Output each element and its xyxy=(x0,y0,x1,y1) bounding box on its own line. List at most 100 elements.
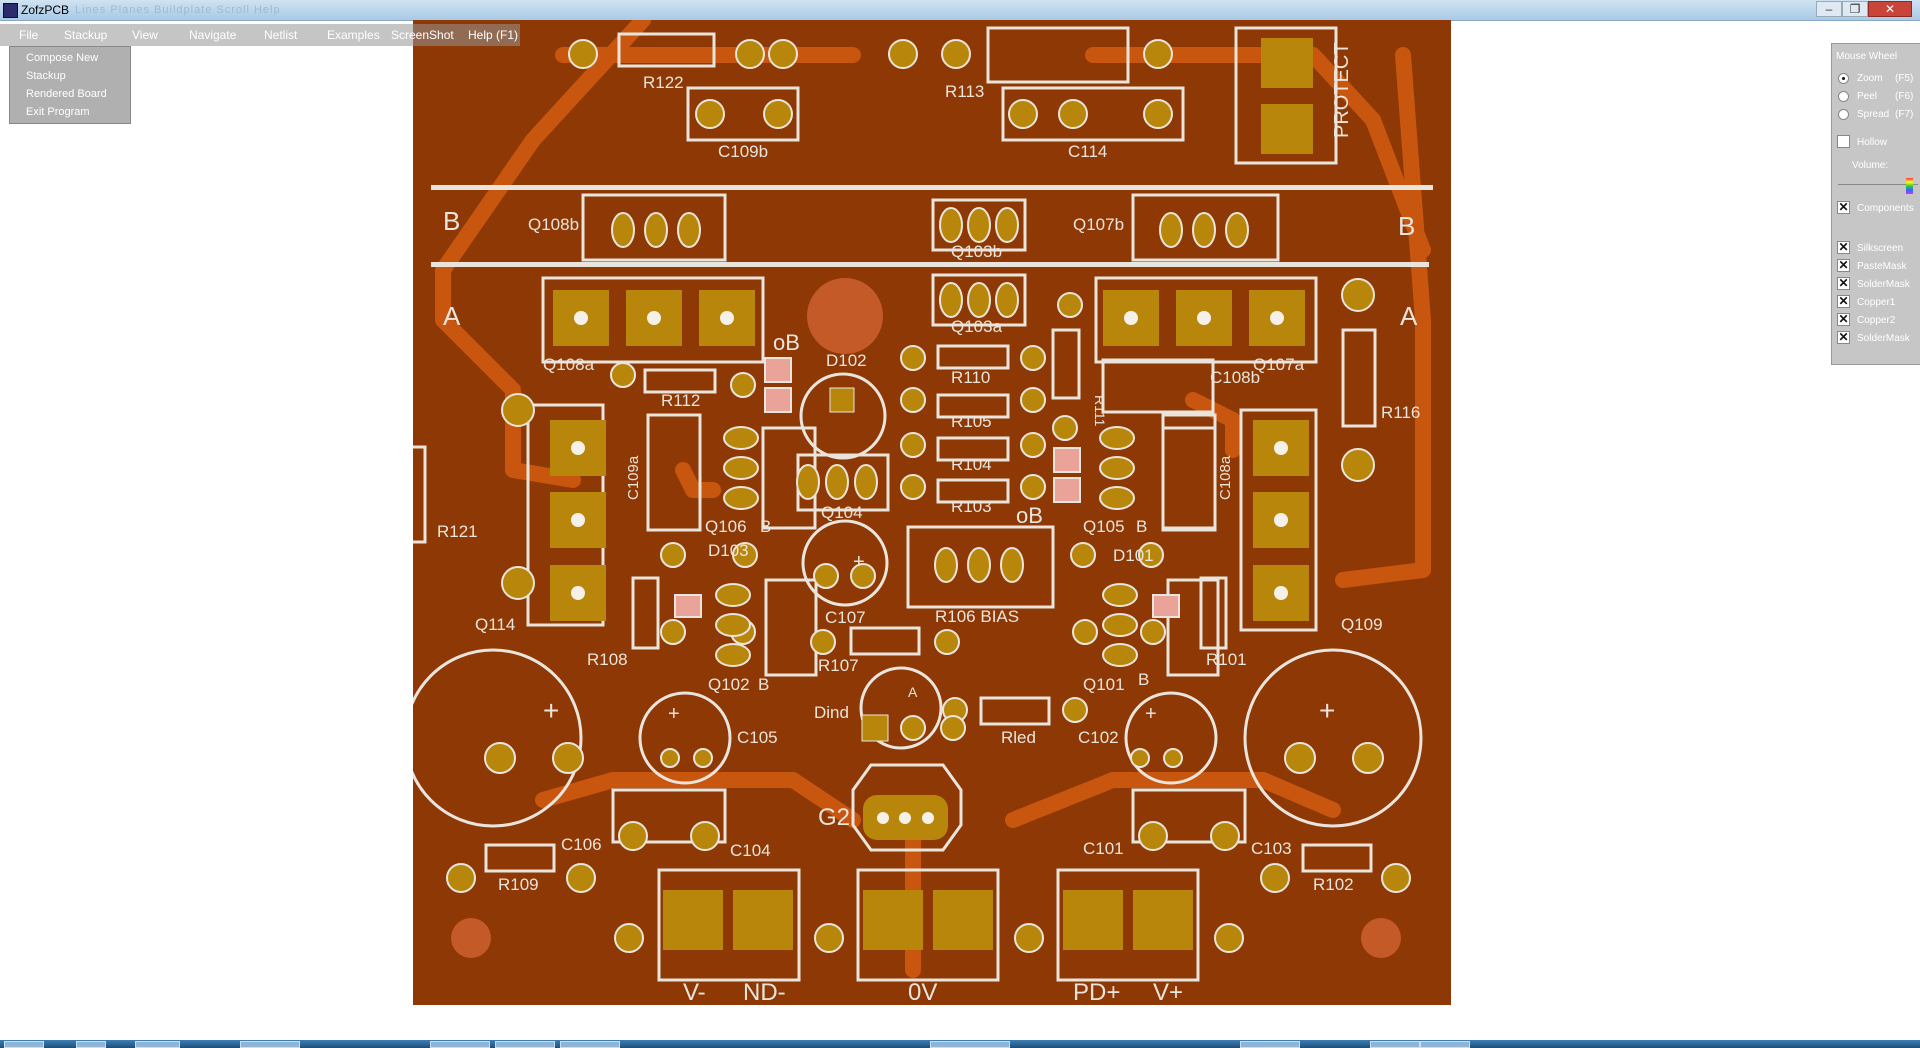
layer-pastemask-checkbox[interactable]: ✕ xyxy=(1837,258,1850,272)
radio-zoom[interactable] xyxy=(1838,73,1849,84)
maximize-button[interactable]: ❐ xyxy=(1842,1,1868,17)
taskbar-app[interactable] xyxy=(430,1041,490,1048)
label-q109: Q109 xyxy=(1341,615,1383,634)
radio-peel[interactable] xyxy=(1838,91,1849,102)
label-c108a: C108a xyxy=(1217,455,1234,500)
small-square-pads xyxy=(829,387,889,742)
menu-stackup[interactable]: Stackup xyxy=(64,28,108,42)
menu-compose-new[interactable]: Compose New xyxy=(26,52,99,64)
mouse-wheel-panel: Mouse Wheel Zoom (F5) Peel (F6) Spread (… xyxy=(1831,43,1920,365)
label-b-left: B xyxy=(443,206,460,236)
label-plus-c105: + xyxy=(668,703,680,725)
label-q105-b: B xyxy=(1136,517,1147,536)
smd-pads xyxy=(674,357,1180,618)
menu-rendered-board[interactable]: Rendered Board xyxy=(26,88,107,100)
label-r105: R105 xyxy=(951,412,992,431)
label-protect: PROTECT xyxy=(1331,42,1353,138)
layer-soldermask2-checkbox[interactable]: ✕ xyxy=(1837,330,1850,344)
label-plus-c107: + xyxy=(853,551,865,573)
layer-soldermask-checkbox[interactable]: ✕ xyxy=(1837,276,1850,290)
label-d102: D102 xyxy=(826,351,867,370)
label-q108a: Q108a xyxy=(543,355,595,374)
menu-file[interactable]: File xyxy=(19,28,39,42)
label-c101: C101 xyxy=(1083,839,1124,858)
label-q106-b: B xyxy=(760,517,771,536)
taskbar-app[interactable] xyxy=(1240,1041,1300,1048)
label-r102: R102 xyxy=(1313,875,1354,894)
label-q107b: Q107b xyxy=(1073,215,1124,234)
label-q105: Q105 xyxy=(1083,517,1125,536)
layer-copper2-label: Copper2 xyxy=(1857,315,1896,326)
label-q103a: Q103a xyxy=(951,317,1003,336)
label-d103: D103 xyxy=(708,541,749,560)
transistor-pads xyxy=(611,207,1249,667)
radio-spread-key: (F7) xyxy=(1895,109,1914,120)
menu-screenshot[interactable]: ScreenShot xyxy=(391,28,454,42)
taskbar-app[interactable] xyxy=(76,1041,106,1048)
minimize-button[interactable]: – xyxy=(1816,1,1842,17)
layer-soldermask2-label: SolderMask xyxy=(1857,333,1910,344)
taskbar-app[interactable] xyxy=(1370,1041,1420,1048)
window-title: ZofzPCB xyxy=(21,3,70,17)
label-pd-plus: PD+ xyxy=(1073,979,1120,1005)
pcb-board[interactable]: R122 C109b R113 C114 PROTECT B B A A Q10… xyxy=(413,20,1451,1005)
title-ghost-text: Lines Planes Buildplate Scroll Help xyxy=(75,4,281,16)
menu-stackup-item[interactable]: Stackup xyxy=(26,70,66,82)
hollow-label: Hollow xyxy=(1857,137,1888,148)
volume-slider-track[interactable] xyxy=(1838,184,1918,185)
taskbar-app[interactable] xyxy=(240,1041,300,1048)
label-dind: Dind xyxy=(814,703,849,722)
radio-spread[interactable] xyxy=(1838,109,1849,120)
label-r113: R113 xyxy=(945,82,984,101)
label-q102-b: B xyxy=(758,675,769,694)
label-q101-b: B xyxy=(1138,670,1149,689)
taskbar-app[interactable] xyxy=(560,1041,620,1048)
close-button[interactable]: ✕ xyxy=(1868,1,1912,17)
menu-netlist[interactable]: Netlist xyxy=(264,28,298,42)
label-r103: R103 xyxy=(951,497,992,516)
label-0v: 0V xyxy=(908,979,937,1005)
radio-spread-label: Spread xyxy=(1857,109,1890,120)
silkscreen-labels: R122 C109b R113 C114 PROTECT B B A A Q10… xyxy=(437,42,1420,1005)
radio-peel-label: Peel xyxy=(1857,91,1878,102)
layer-copper2-checkbox[interactable]: ✕ xyxy=(1837,312,1850,326)
title-bar: ZofzPCB Lines Planes Buildplate Scroll H… xyxy=(0,0,1920,21)
menu-view[interactable]: View xyxy=(132,28,158,42)
label-c103: C103 xyxy=(1251,839,1292,858)
hollow-checkbox[interactable] xyxy=(1837,135,1850,148)
layer-soldermask-label: SolderMask xyxy=(1857,279,1910,290)
volume-slider-handle[interactable] xyxy=(1906,178,1913,194)
label-a-right: A xyxy=(1400,301,1418,331)
taskbar-app[interactable] xyxy=(135,1041,180,1048)
label-q104: Q104 xyxy=(821,503,863,522)
label-v-plus: V+ xyxy=(1153,979,1183,1005)
taskbar-app[interactable] xyxy=(1420,1041,1470,1048)
label-c105: C105 xyxy=(737,728,778,747)
taskbar-app[interactable] xyxy=(495,1041,555,1048)
label-b-right: B xyxy=(1398,211,1415,241)
file-dropdown-menu: Compose New Stackup Rendered Board Exit … xyxy=(9,46,131,124)
pad-holes xyxy=(571,311,1288,824)
label-r121: R121 xyxy=(437,522,478,541)
menu-examples[interactable]: Examples xyxy=(327,28,380,42)
label-plus-c103: + xyxy=(1319,695,1335,726)
radio-zoom-key: (F5) xyxy=(1895,73,1914,84)
label-r106-bias: R106 BIAS xyxy=(935,607,1019,626)
start-button[interactable] xyxy=(4,1041,44,1048)
menu-navigate[interactable]: Navigate xyxy=(189,28,237,42)
taskbar-app[interactable] xyxy=(930,1041,1010,1048)
label-c109a: C109a xyxy=(625,455,642,500)
label-d101: D101 xyxy=(1113,546,1154,565)
label-r110: R110 xyxy=(951,368,990,387)
app-icon xyxy=(3,3,18,18)
label-r122: R122 xyxy=(643,73,684,92)
components-checkbox[interactable]: ✕ xyxy=(1837,200,1850,214)
label-plus-c102: + xyxy=(1145,703,1157,725)
label-q103b: Q103b xyxy=(951,242,1002,261)
layer-silkscreen-checkbox[interactable]: ✕ xyxy=(1837,240,1850,254)
menu-exit-program[interactable]: Exit Program xyxy=(26,106,90,118)
layer-copper1-checkbox[interactable]: ✕ xyxy=(1837,294,1850,308)
volume-label: Volume: xyxy=(1852,160,1889,171)
label-a-left: A xyxy=(443,301,461,331)
menu-help[interactable]: Help (F1) xyxy=(468,28,519,42)
